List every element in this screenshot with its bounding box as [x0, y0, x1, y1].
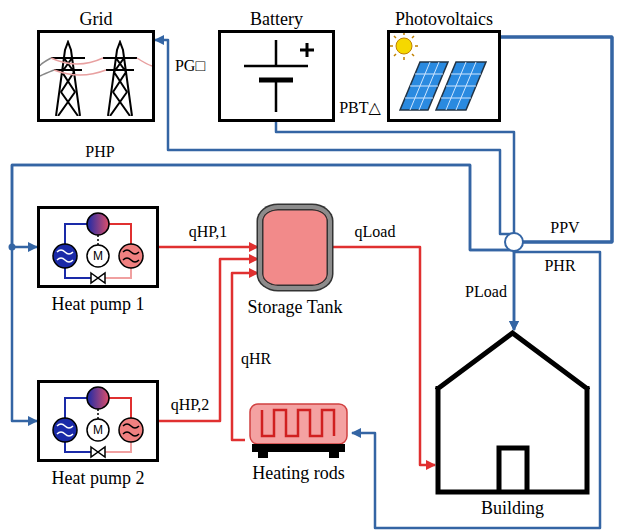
- signal-name: PPV: [548, 219, 581, 237]
- house-outline: [435, 330, 590, 495]
- power-junction: [505, 233, 523, 251]
- flow-label: PG□: [173, 57, 207, 75]
- node-label: Photovoltaics: [395, 9, 493, 29]
- building-house: Building: [435, 330, 590, 495]
- motor-letter: M: [93, 250, 103, 263]
- heat-flow: [159, 246, 258, 249]
- battery-symbol: [244, 40, 314, 112]
- power-flow: [12, 37, 612, 421]
- grid-box: Grid: [37, 30, 155, 122]
- junction-dot: [9, 244, 16, 251]
- heat-pump-icon: [53, 387, 143, 457]
- heat-flow: [159, 259, 258, 421]
- node-label: Heating rods: [252, 463, 344, 483]
- power-flow: [352, 37, 612, 528]
- flow-label: qLoad: [353, 223, 398, 241]
- flow-label: PHR: [542, 257, 577, 275]
- photovoltaic-icon: [390, 32, 486, 110]
- node-label: Building: [481, 498, 544, 518]
- node-label: Heat pump 2: [52, 468, 145, 488]
- node-label: Battery: [250, 9, 303, 29]
- flow-label: qHP,2: [169, 396, 212, 414]
- node-label: Heat pump 1: [52, 294, 145, 314]
- heat-pump-box: Heat pump 2: [37, 380, 159, 462]
- power-flow: [501, 37, 612, 330]
- photovoltaics-box: Photovoltaics: [387, 30, 501, 122]
- storage-tank: Storage Tank: [258, 205, 332, 290]
- heat-pump-icon: [53, 213, 143, 283]
- flow-label: qHP,1: [187, 223, 230, 241]
- power-flow: [155, 37, 612, 242]
- flow-label: PLoad: [463, 283, 509, 301]
- battery-box: Battery: [218, 30, 335, 122]
- flow-label: PBT△: [337, 99, 383, 117]
- heating-rods: Heating rods: [245, 400, 352, 460]
- motor-letter: M: [93, 424, 103, 437]
- node-label: Grid: [80, 9, 113, 29]
- node-label: Storage Tank: [248, 297, 343, 317]
- flow-label: PHP: [83, 143, 116, 161]
- heating-rods-icon: [250, 404, 347, 458]
- grid-icon: [40, 42, 152, 116]
- flow-label: qHR: [239, 350, 273, 368]
- heat-pump-box: Heat pump 1: [37, 206, 159, 288]
